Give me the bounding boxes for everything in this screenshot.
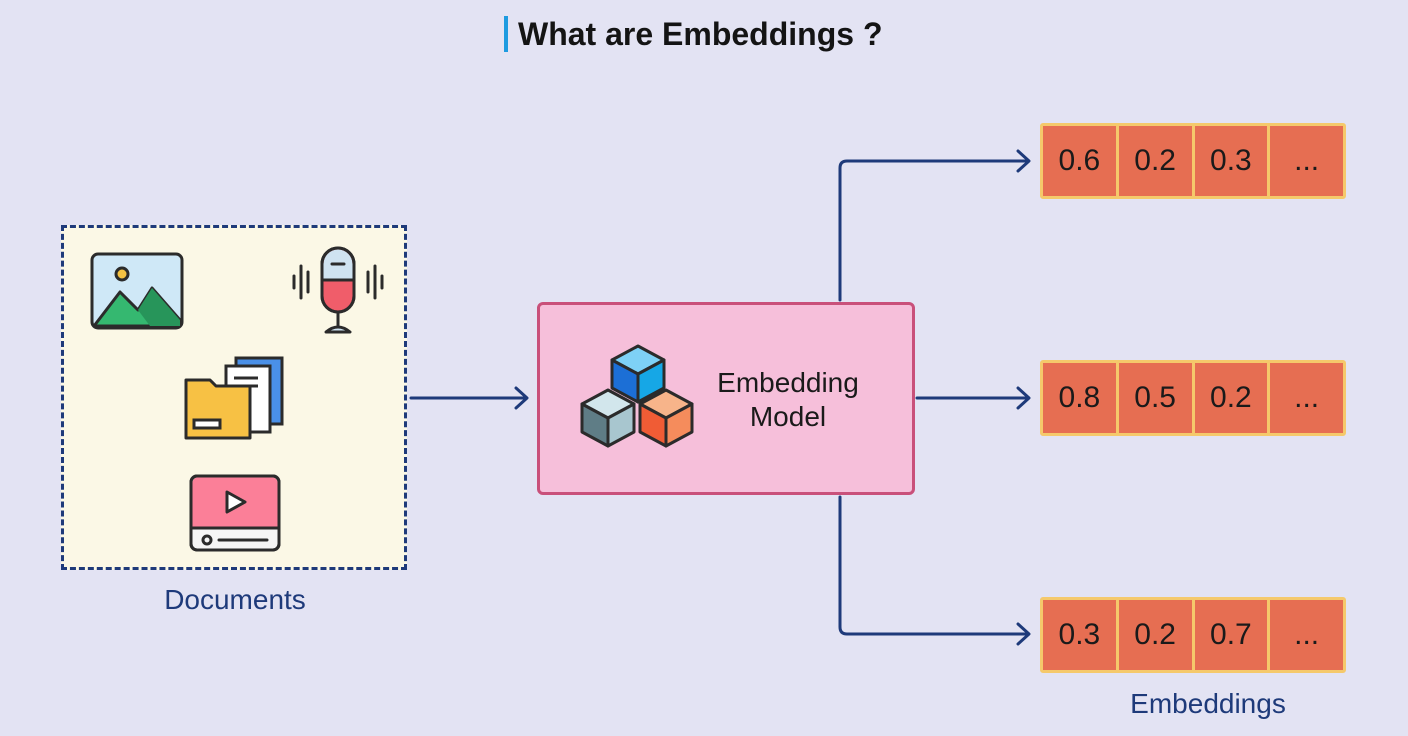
- vector-cell: 0.7: [1191, 600, 1268, 670]
- arrow-model-to-vector-1: [838, 159, 1030, 302]
- vector-cell: ...: [1267, 600, 1343, 670]
- title-group: What are Embeddings ?: [504, 14, 882, 54]
- embedding-model-label-line1: Embedding: [717, 367, 859, 398]
- video-player-icon: [189, 474, 281, 552]
- vector-cell: 0.5: [1115, 363, 1192, 433]
- cubes-icon: [580, 344, 694, 448]
- embedding-model-label-line2: Model: [749, 401, 827, 432]
- arrowhead-docs-to-model: [514, 386, 529, 410]
- title-accent-bar: [504, 16, 508, 52]
- microphone-icon: [292, 246, 384, 334]
- vector-cell: 0.3: [1191, 126, 1268, 196]
- vector-cell: ...: [1267, 126, 1343, 196]
- page-title: What are Embeddings ?: [518, 15, 883, 52]
- arrow-model-to-vector-3: [838, 495, 1030, 636]
- arrowhead-vector-2: [1016, 386, 1031, 410]
- vector-cell: ...: [1267, 363, 1343, 433]
- vector-cell: 0.8: [1058, 381, 1101, 414]
- vector-cell: 0.6: [1058, 144, 1101, 177]
- vector-cell: 0.2: [1115, 600, 1192, 670]
- vector-cell: 0.2: [1191, 363, 1268, 433]
- documents-label: Documents: [164, 584, 306, 615]
- embedding-vector-3: 0.3 0.2 0.7 ...: [1040, 597, 1346, 673]
- embeddings-label: Embeddings: [1130, 688, 1286, 719]
- vector-cell: 0.2: [1115, 126, 1192, 196]
- image-icon: [90, 252, 184, 330]
- arrowhead-vector-3: [1016, 622, 1031, 646]
- embedding-model-label: Embedding Model: [690, 366, 886, 434]
- embedding-vector-1: 0.6 0.2 0.3 ...: [1040, 123, 1346, 199]
- arrowhead-vector-1: [1016, 149, 1031, 173]
- embedding-vector-2: 0.8 0.5 0.2 ...: [1040, 360, 1346, 436]
- vector-cell: 0.3: [1058, 618, 1101, 651]
- folder-files-icon: [184, 356, 284, 440]
